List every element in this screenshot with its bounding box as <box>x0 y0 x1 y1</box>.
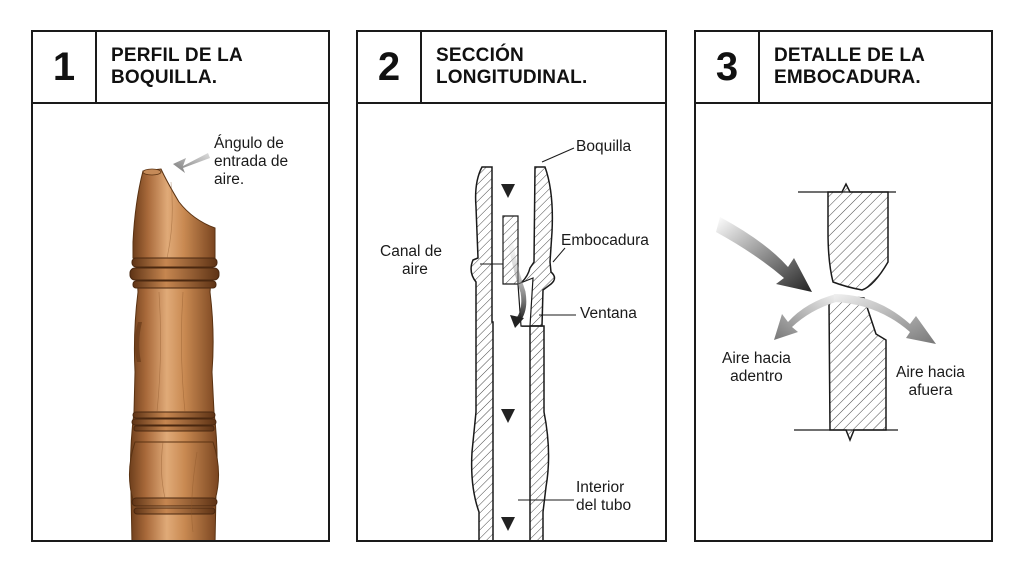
right-wall-lower-section <box>522 325 550 540</box>
panel-number: 1 <box>33 32 97 102</box>
left-wall-section <box>470 166 494 540</box>
air-inward-arrow-icon <box>774 294 836 340</box>
annotation-line-1: Ángulo de <box>214 135 284 152</box>
label-line-2: del tubo <box>576 497 632 514</box>
label-embocadura: Embocadura <box>561 232 649 249</box>
label-aire-hacia-afuera: Aire hacia afuera <box>896 364 965 400</box>
leader-lines <box>480 147 576 501</box>
panel-header: 2 SECCIÓN LONGITUDINAL. <box>358 32 665 104</box>
panel-number: 2 <box>358 32 422 102</box>
label-line-2: adentro <box>730 368 783 385</box>
ring-upper-1 <box>131 257 218 268</box>
panel-title-line-2: BOQUILLA. <box>111 67 218 88</box>
label-line-2: afuera <box>908 382 953 399</box>
panel-title-line-2: EMBOCADURA. <box>774 67 921 88</box>
section-illustration <box>470 142 576 540</box>
label-aire-hacia-adentro: Aire hacia adentro <box>722 350 791 386</box>
label-ventana: Ventana <box>580 305 637 322</box>
annotation-line-3: aire. <box>214 171 245 188</box>
annotation-air-angle: Ángulo de entrada de aire. <box>214 135 288 189</box>
panel-title-line-1: PERFIL DE LA <box>111 45 243 66</box>
label-line-2: aire <box>402 261 428 278</box>
air-outward-arrow-icon <box>834 294 936 344</box>
panel-embouchure-detail: 3 DETALLE DE LA EMBOCADURA. <box>694 30 993 542</box>
air-flow-arrows <box>501 142 527 531</box>
beak-tip <box>142 168 162 176</box>
label-interior-del-tubo: Interior del tubo <box>576 479 631 515</box>
ring-lower-3 <box>133 425 215 432</box>
label-line-1: Aire hacia <box>896 364 965 381</box>
label-boquilla: Boquilla <box>576 138 632 155</box>
panel-header: 3 DETALLE DE LA EMBOCADURA. <box>696 32 991 104</box>
ring-upper-2 <box>129 267 220 281</box>
panel-title: PERFIL DE LA BOQUILLA. <box>111 45 322 89</box>
recorder-beak <box>132 168 216 259</box>
lower-block-section <box>828 296 887 443</box>
panel-title-line-2: LONGITUDINAL. <box>436 67 588 88</box>
panel-title: DETALLE DE LA EMBOCADURA. <box>774 45 985 89</box>
panel-title-line-1: SECCIÓN <box>436 45 524 66</box>
ring-upper-3 <box>132 280 217 289</box>
label-line-1: Aire hacia <box>722 350 791 367</box>
panel-longitudinal-section: 2 SECCIÓN LONGITUDINAL. <box>356 30 667 542</box>
ring-lower-2 <box>131 418 217 426</box>
recorder-bulge <box>129 441 219 501</box>
wood-grain <box>156 181 198 533</box>
panel-title: SECCIÓN LONGITUDINAL. <box>436 45 659 89</box>
annotation-line-2: entrada de <box>214 153 289 170</box>
window-shadow <box>134 322 142 362</box>
upper-block-section <box>827 182 889 291</box>
air-in-arrow-icon <box>716 217 812 292</box>
ring-bottom-2 <box>133 507 216 515</box>
label-line-1: Interior <box>576 479 625 496</box>
panel-header: 1 PERFIL DE LA BOQUILLA. <box>33 32 328 104</box>
air-entry-arrow-icon <box>173 153 210 173</box>
panel-number: 3 <box>696 32 760 102</box>
ring-lower-1 <box>132 411 216 419</box>
panel-mouthpiece-profile: 1 PERFIL DE LA BOQUILLA. <box>31 30 330 542</box>
label-line-1: Canal de <box>380 243 443 260</box>
ring-bottom-1 <box>131 497 218 507</box>
embouchure-illustration <box>716 182 936 443</box>
panel-title-line-1: DETALLE DE LA <box>774 45 926 66</box>
label-canal-de-aire: Canal de aire <box>380 243 442 279</box>
recorder-wood-illustration <box>129 153 220 540</box>
